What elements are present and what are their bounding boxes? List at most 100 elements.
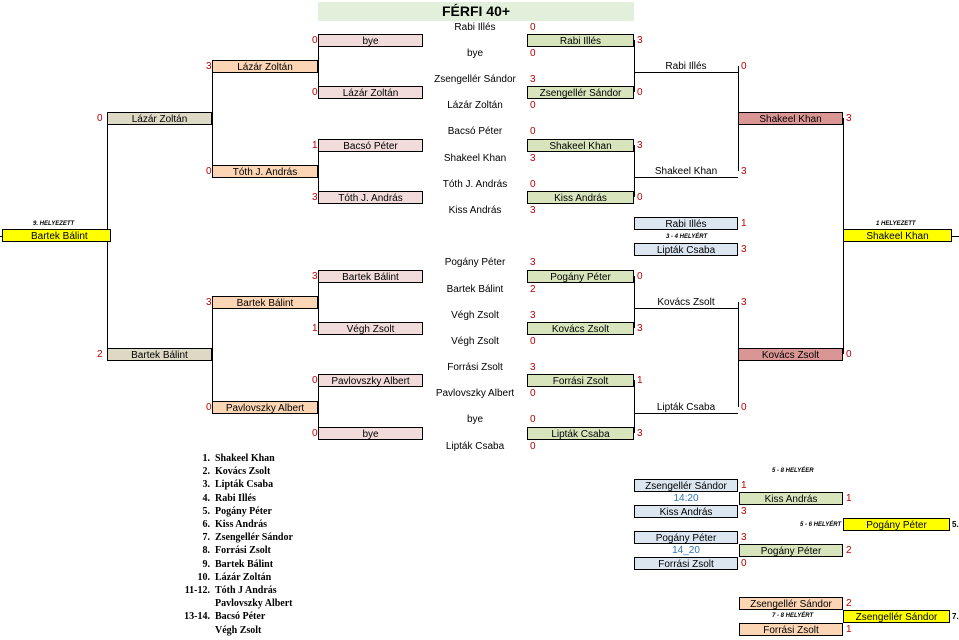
- placement-m2-winner: Pogány Péter: [739, 544, 843, 557]
- rank-name: Lipták Csaba: [215, 479, 274, 491]
- r2r-score: 0: [637, 271, 643, 282]
- r4l-score: 2: [97, 349, 103, 360]
- r2l-score: 0: [312, 375, 318, 386]
- r4l-player: Bartek Bálint: [107, 348, 212, 361]
- placement-m1-winner-score: 1: [846, 493, 852, 504]
- bracket-vline: [318, 302, 319, 328]
- r2r-player: Lipták Csaba: [527, 427, 634, 440]
- bracket-vline: [634, 380, 635, 407]
- r3l-score: 0: [206, 402, 212, 413]
- r2r-score: 3: [637, 428, 643, 439]
- r1-player-score: 0: [530, 336, 536, 347]
- r2l-score: 3: [312, 192, 318, 203]
- rank-name: Bacsó Péter: [215, 611, 266, 623]
- r2l-score: 1: [312, 140, 318, 151]
- r3l-player: Pavlovszky Albert: [212, 401, 318, 414]
- third-match-a: Rabi Illés: [634, 217, 738, 230]
- r1-player-score: 0: [530, 179, 536, 190]
- r2r-score: 3: [637, 323, 643, 334]
- rank-name: Tóth J András: [215, 585, 277, 596]
- rank-name: Lázár Zoltán: [215, 571, 272, 583]
- bracket-vline: [212, 66, 213, 118]
- r2r-player: Pogány Péter: [527, 270, 634, 283]
- r4r-player: Shakeel Khan: [738, 112, 843, 125]
- bracket-vline: [318, 145, 319, 171]
- r2l-score: 0: [312, 87, 318, 98]
- page-title: FÉRFI 40+: [318, 2, 634, 21]
- rank-number: 8.: [202, 545, 211, 557]
- bracket-vline: [843, 118, 844, 236]
- r2l-score: 0: [312, 35, 318, 46]
- seventh-place-name: Zsengellér Sándor: [843, 610, 950, 623]
- fifth-place-name: Pogány Péter: [843, 518, 950, 531]
- third-match-b-score: 3: [741, 244, 747, 255]
- placement-m1-a-score: 1: [741, 480, 747, 491]
- r1-player: Rabi Illés: [454, 22, 496, 33]
- r1-player: Lipták Csaba: [445, 441, 505, 452]
- r1-player-score: 3: [530, 257, 536, 268]
- r1-player: Zsengellér Sándor: [434, 74, 516, 85]
- placement-m1-winner: Kiss András: [739, 492, 843, 505]
- rank-name: Pavlovszky Albert: [215, 598, 293, 610]
- r3r-score: 0: [741, 61, 747, 72]
- rank-number: 9.: [202, 558, 211, 570]
- bracket-vline: [318, 407, 319, 433]
- r3l-player: Tóth J. András: [212, 165, 318, 178]
- r1-player-score: 3: [530, 362, 536, 373]
- rank-number: 6.: [202, 519, 211, 530]
- r3r-score: 3: [741, 166, 747, 177]
- r2l-score: 0: [312, 428, 318, 439]
- bracket-vline: [107, 236, 108, 354]
- rank-number: 2.: [202, 466, 211, 478]
- r1-player: Végh Zsolt: [451, 336, 499, 347]
- bracket-vline: [212, 302, 213, 354]
- r3r-score: 3: [741, 297, 747, 308]
- bracket-vline: [318, 380, 319, 407]
- r4l-player: Lázár Zoltán: [107, 112, 212, 125]
- bracket-vline: [634, 145, 635, 171]
- r3r-player: Shakeel Khan: [634, 165, 738, 178]
- r2r-score: 0: [637, 192, 643, 203]
- bracket-vline: [738, 66, 739, 118]
- r1-player: Shakeel Khan: [443, 153, 507, 164]
- rank-number: 5.: [202, 505, 211, 517]
- r4r-score: 0: [846, 349, 852, 360]
- third-place-label: 3 - 4 HELYÉRT: [666, 234, 708, 240]
- r1-player: Bacsó Péter: [447, 126, 503, 137]
- bracket-vline: [634, 302, 635, 328]
- r1-player-score: 0: [530, 388, 536, 399]
- r3l-score: 3: [206, 297, 212, 308]
- r4r-score: 3: [846, 113, 852, 124]
- r1-player-score: 2: [530, 284, 536, 295]
- placement-m1-b: Kiss András: [634, 505, 738, 518]
- r1-player: Pavlovszky Albert: [435, 388, 515, 399]
- bracket-vline: [634, 276, 635, 302]
- r1-player: Tóth J. András: [442, 179, 508, 190]
- r2l-player: Bacsó Péter: [318, 139, 423, 152]
- placement-m3-b-score: 1: [846, 624, 852, 635]
- r2r-player: Rabi Illés: [527, 34, 634, 47]
- r2r-score: 3: [637, 140, 643, 151]
- bracket-vline: [318, 66, 319, 92]
- r1-player-score: 3: [530, 205, 536, 216]
- r2l-player: bye: [318, 427, 423, 440]
- rank-name: Zsengellér Sándor: [215, 532, 293, 544]
- rank-number: 10.: [197, 571, 211, 583]
- first-place-name: Shakeel Khan: [843, 229, 952, 242]
- r1-player: Lázár Zoltán: [447, 100, 503, 111]
- rank-name: Rabi Illés: [215, 492, 256, 504]
- r3l-player: Lázár Zoltán: [212, 60, 318, 73]
- bracket-vline: [318, 276, 319, 302]
- bracket-vline: [212, 118, 213, 171]
- r2l-player: bye: [318, 34, 423, 47]
- placement-5-6-label: 5 - 6 HELYÉRT: [800, 522, 842, 528]
- fifth-place-number: 5.: [952, 520, 959, 529]
- r1-player-score: 0: [530, 414, 536, 425]
- seventh-place-number: 7.: [952, 612, 959, 621]
- rank-number: 11-12.: [184, 585, 210, 596]
- r2r-score: 3: [637, 35, 643, 46]
- rank-number: 13-14.: [184, 611, 210, 623]
- bracket-vline: [843, 236, 844, 354]
- rank-number: 4.: [202, 492, 211, 504]
- r4l-score: 0: [97, 113, 103, 124]
